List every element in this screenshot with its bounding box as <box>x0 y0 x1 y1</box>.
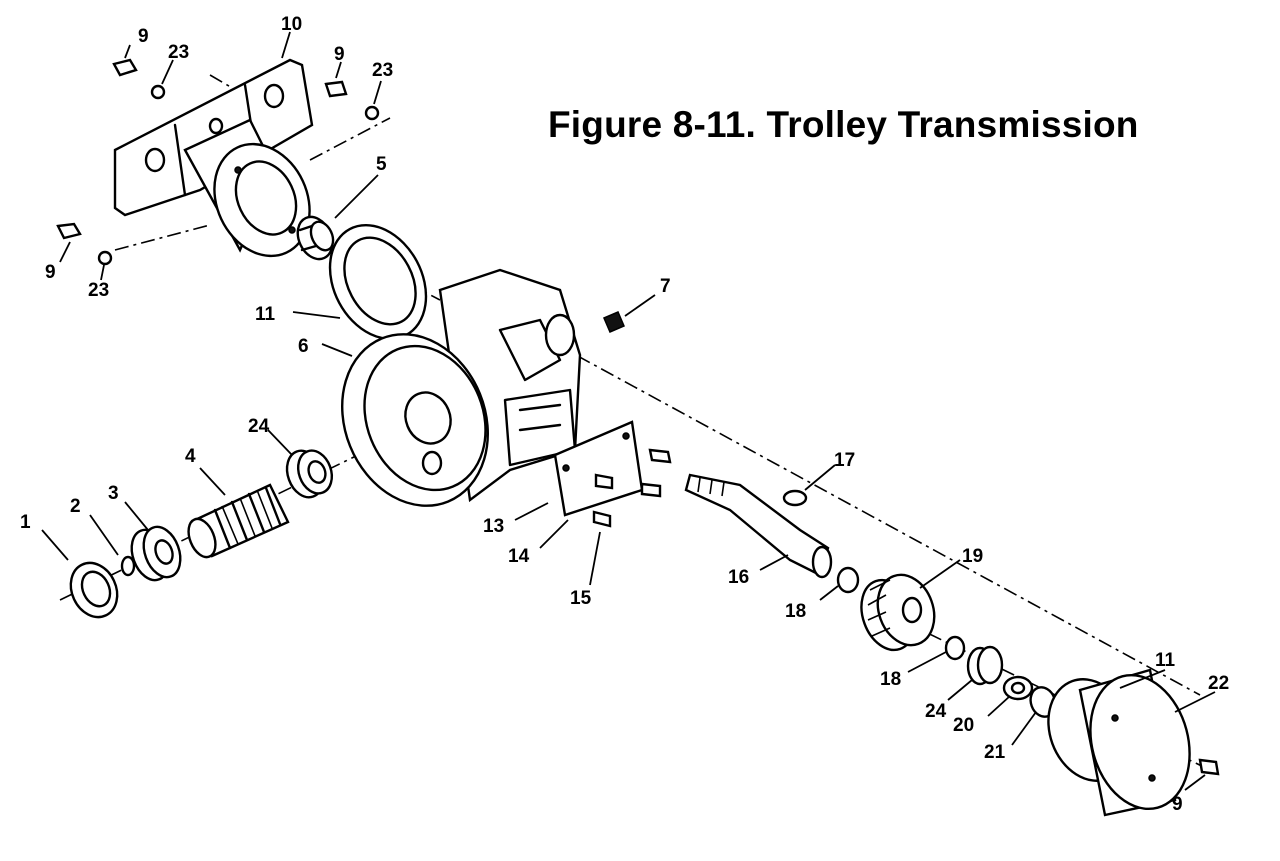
callout-24-left: 24 <box>248 416 270 437</box>
callout-14: 14 <box>508 546 530 567</box>
leader-lines <box>41 31 1216 791</box>
callout-9-left: 9 <box>45 262 56 283</box>
part-9-screws-bracket <box>56 58 348 240</box>
callout-9-top-left: 9 <box>138 26 149 47</box>
figure-title: Figure 8-11. Trolley Transmission <box>548 104 1139 145</box>
part-18-rings <box>836 566 966 661</box>
callout-22: 22 <box>1208 673 1229 694</box>
part-19-gear <box>860 573 936 652</box>
part-24-bearing-right <box>966 645 1004 686</box>
callout-15: 15 <box>570 588 592 609</box>
part-2-ring <box>120 555 136 577</box>
callout-16: 16 <box>728 567 749 588</box>
callout-18-upper: 18 <box>785 601 806 622</box>
callout-6: 6 <box>298 336 309 357</box>
callout-9-top-right: 9 <box>334 44 345 65</box>
part-11-gasket-upper <box>328 223 428 341</box>
callout-7: 7 <box>660 276 671 297</box>
callout-24-right: 24 <box>925 701 947 722</box>
callout-5: 5 <box>376 154 387 175</box>
callout-10: 10 <box>281 14 302 35</box>
callout-20: 20 <box>953 715 974 736</box>
callout-23-top-left: 23 <box>168 42 189 63</box>
callout-labels: 1 2 3 4 5 6 7 9 9 9 9 10 11 11 13 14 15 … <box>20 14 1229 815</box>
part-17-key <box>782 489 808 507</box>
callout-9-bottom-right: 9 <box>1172 794 1183 815</box>
part-16-shaft <box>684 473 833 579</box>
callout-17: 17 <box>834 450 855 471</box>
part-3-bearing <box>130 525 182 582</box>
callout-2: 2 <box>70 496 81 517</box>
callout-4: 4 <box>185 446 196 467</box>
callout-23-top-right: 23 <box>372 60 393 81</box>
callout-19: 19 <box>962 546 983 567</box>
part-10-bracket <box>113 58 314 258</box>
part-15-screws <box>592 448 672 528</box>
callout-11-upper: 11 <box>255 304 276 325</box>
callout-21: 21 <box>984 742 1006 763</box>
callout-3: 3 <box>108 483 119 504</box>
callout-13: 13 <box>483 516 504 537</box>
part-22-end-cover <box>1078 668 1191 817</box>
part-7-setscrew <box>603 311 625 333</box>
callout-18-lower: 18 <box>880 669 901 690</box>
part-9-screw-lower <box>1198 758 1220 776</box>
part-5-bearing <box>296 215 335 261</box>
part-6-housing <box>341 268 582 507</box>
callout-23-left: 23 <box>88 280 109 301</box>
part-24-bearing-left <box>285 449 334 499</box>
part-4-worm <box>187 483 290 559</box>
part-1-seal <box>69 561 119 619</box>
callout-11-lower: 11 <box>1155 650 1176 671</box>
callout-1: 1 <box>20 512 31 533</box>
part-23-lockwashers <box>97 84 380 266</box>
part-20-washer <box>1002 675 1034 701</box>
